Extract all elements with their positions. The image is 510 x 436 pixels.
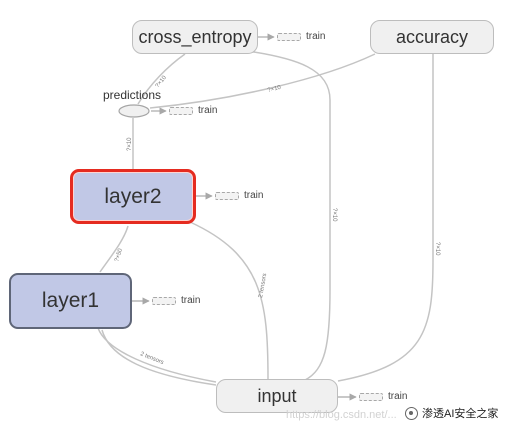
edge-label-layer2-predictions: ?×10: [127, 137, 133, 151]
edge-label-accuracy-predictions: ?×10: [267, 85, 282, 94]
train-box-icon: [215, 191, 239, 200]
edge-input-layer1-second: [101, 329, 217, 386]
train-tag-cross-entropy[interactable]: train: [277, 31, 325, 42]
input-label: input: [257, 385, 297, 406]
layer1-label: layer1: [41, 289, 100, 312]
cross-entropy-node[interactable]: cross_entropy: [132, 20, 258, 54]
train-tag-label: train: [198, 105, 218, 116]
train-tag-input[interactable]: train: [359, 391, 407, 402]
edge-label-input-layer2: 2 tensors: [258, 273, 268, 298]
edge-input-accuracy: [337, 54, 434, 382]
edge-layer1-layer2: [99, 225, 129, 273]
edge-input-layer1: [97, 327, 217, 383]
edge-predictions-cross-entropy: [137, 53, 186, 105]
layer1-node[interactable]: layer1: [9, 273, 132, 329]
brand-logo-icon: [405, 406, 418, 420]
train-tag-layer2[interactable]: train: [215, 190, 263, 201]
train-tag-layer1[interactable]: train: [152, 295, 200, 306]
accuracy-label: accuracy: [395, 26, 469, 47]
layer2-node[interactable]: layer2: [70, 169, 196, 224]
edge-label-input-accuracy: ?×10: [434, 242, 440, 256]
edge-label-predictions-cross-entropy: ?×10: [155, 74, 168, 89]
edge-label-layer1-layer2: ?×50: [114, 247, 124, 262]
cross-entropy-label: cross_entropy: [138, 26, 252, 47]
csdn-watermark: https://blog.csdn.net/...: [286, 409, 397, 421]
train-tag-label: train: [244, 190, 264, 201]
edge-input-layer2: [189, 221, 269, 380]
predictions-node[interactable]: [118, 104, 150, 118]
edge-label-input-layer1: 2 tensors: [139, 351, 164, 366]
layer2-label: layer2: [104, 184, 162, 208]
brand-badge: 渗透AI安全之家: [405, 405, 498, 421]
train-tag-label: train: [306, 31, 326, 42]
predictions-label: predictions: [103, 88, 162, 102]
train-box-icon: [169, 106, 193, 115]
input-node[interactable]: input: [216, 379, 338, 413]
edge-accuracy-predictions: [149, 53, 376, 109]
edge-label-input-cross-entropy: ?×10: [331, 208, 337, 222]
edge-input-cross-entropy: [239, 49, 331, 381]
train-box-icon: [359, 392, 383, 401]
accuracy-node[interactable]: accuracy: [370, 20, 494, 54]
train-tag-label: train: [388, 391, 408, 402]
train-box-icon: [152, 296, 176, 305]
brand-text: 渗透AI安全之家: [422, 408, 499, 420]
train-tag-predictions[interactable]: train: [169, 105, 217, 116]
train-box-icon: [277, 32, 301, 41]
train-tag-label: train: [181, 295, 201, 306]
